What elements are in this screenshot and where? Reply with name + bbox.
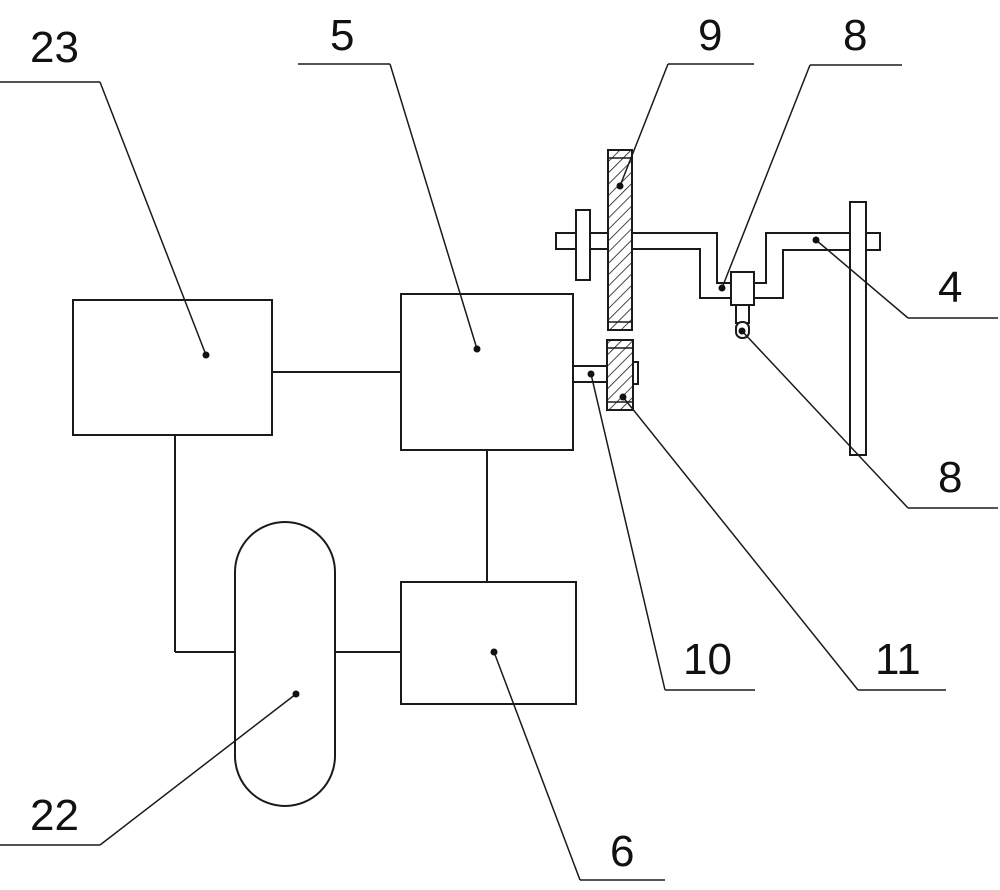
block-23 <box>72 299 273 436</box>
block-6 <box>400 581 577 705</box>
label-4: 4 <box>938 263 962 312</box>
disk-4 <box>849 201 867 456</box>
label-11: 11 <box>875 635 921 684</box>
label-8-bottom: 8 <box>938 453 962 502</box>
tank-22 <box>234 521 336 807</box>
reference-dots <box>202 182 820 698</box>
label-10: 10 <box>683 635 732 684</box>
label-9: 9 <box>698 11 722 60</box>
block-5 <box>400 293 574 451</box>
label-6: 6 <box>610 827 634 876</box>
leader-lines <box>0 63 998 881</box>
label-8-top: 8 <box>843 11 867 60</box>
crankshaft <box>555 209 881 299</box>
connection-lines <box>174 371 488 653</box>
reference-labels: 23 5 9 8 4 8 10 11 22 6 <box>30 11 962 876</box>
shaft-10 <box>573 365 607 383</box>
label-5: 5 <box>330 11 354 60</box>
gear-9 <box>607 149 633 331</box>
label-23: 23 <box>30 23 79 72</box>
label-22: 22 <box>30 791 79 840</box>
